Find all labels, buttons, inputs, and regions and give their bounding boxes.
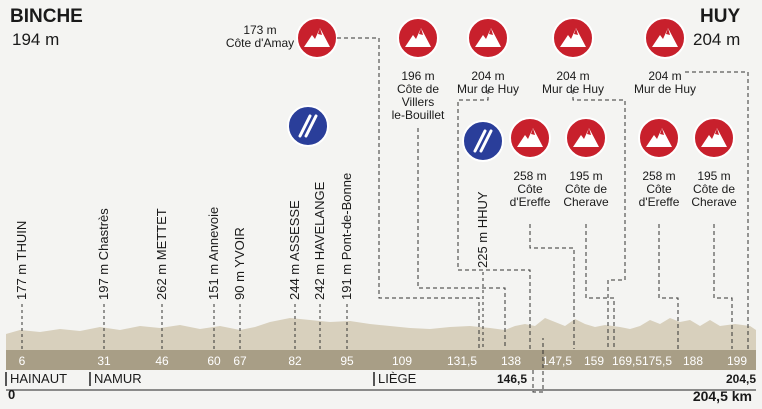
km-label: 131,5: [447, 354, 477, 368]
climb-icon: [397, 17, 439, 59]
waypoint-label: 262 m METTET: [154, 208, 169, 300]
waypoint-label: 191 m Pont-de-Bonne: [339, 173, 354, 300]
start-name: BINCHE: [10, 6, 83, 27]
climb-altitude: 204 m: [471, 69, 504, 83]
climb-icon: [467, 17, 509, 59]
finish-name: HUY: [700, 6, 741, 27]
finish-altitude: 204 m: [693, 30, 741, 49]
climb-leader-line: [337, 37, 480, 349]
climb-altitude: 258 m: [513, 169, 546, 183]
climb-icon: [638, 117, 680, 159]
climb-icon: [565, 117, 607, 159]
province-label: HAINAUT: [10, 371, 67, 386]
climb-leader-line: [585, 224, 615, 349]
km-label: 188: [683, 354, 703, 368]
climb-name: le-Bouillet: [392, 108, 445, 122]
climb-altitude: 258 m: [642, 169, 675, 183]
km-label: 109: [392, 354, 412, 368]
terrain-profile: [6, 318, 756, 350]
climb-name: Côte de: [397, 82, 439, 96]
climb-icon: [552, 17, 594, 59]
feed-zone-icon: [462, 120, 504, 162]
waypoint-label: 225 m HHUY: [475, 191, 490, 268]
waypoint-label: 151 m Annevoie: [206, 207, 221, 300]
waypoint-label: 177 m THUIN: [14, 221, 29, 300]
climb-icon: [644, 17, 686, 59]
climb-name: Mur de Huy: [542, 82, 604, 96]
waypoint-label: 197 m Chastrès: [96, 208, 111, 300]
climb-icon: [693, 117, 735, 159]
climb-name: Côte d'Amay: [226, 36, 294, 50]
climb-altitude: 173 m: [243, 23, 276, 37]
climb-leader-line: [713, 224, 733, 349]
waypoint-label: 90 m YVOIR: [232, 227, 247, 300]
km-label: 175,5: [642, 354, 672, 368]
km-label: 159: [584, 354, 604, 368]
province-label: LIÈGE: [378, 371, 417, 386]
climb-name: Mur de Huy: [457, 82, 519, 96]
climb-name: Côte: [646, 182, 672, 196]
climb-name: Cherave: [691, 195, 737, 209]
km-below-label: 204,5: [726, 372, 756, 386]
climb-name: Villers: [402, 95, 434, 109]
climb-name: Cherave: [563, 195, 609, 209]
climb-altitude: 195 m: [569, 169, 602, 183]
climb-name: d'Ereffe: [510, 195, 551, 209]
climb-leader-line: [658, 224, 679, 349]
climb-name: Mur de Huy: [634, 82, 696, 96]
km-label: 95: [340, 354, 354, 368]
waypoint-label: 244 m ASSESSE: [287, 200, 302, 300]
climb-name: Côte de: [565, 182, 607, 196]
climb-name: Côte: [517, 182, 543, 196]
climb-icon: [509, 117, 551, 159]
km-label: 199: [727, 354, 747, 368]
feed-zone-icon: [287, 105, 329, 147]
km-label: 60: [207, 354, 221, 368]
km-label: 46: [155, 354, 169, 368]
distance-bar: [6, 350, 756, 370]
total-distance: 204,5 km: [693, 388, 752, 404]
km-label: 6: [19, 354, 26, 368]
climb-altitude: 204 m: [556, 69, 589, 83]
climb-leader-line: [685, 71, 749, 349]
climb-leader-line: [529, 224, 575, 349]
km-label: 82: [288, 354, 302, 368]
km-label: 67: [233, 354, 247, 368]
climb-leader-line: [572, 90, 626, 349]
climb-leader-line: [532, 338, 544, 393]
km-below-label: 146,5: [497, 372, 527, 386]
climb-altitude: 204 m: [648, 69, 681, 83]
climb-name: d'Ereffe: [639, 195, 680, 209]
km-label: 147,5: [542, 354, 572, 368]
climb-icon: [296, 17, 338, 59]
start-altitude: 194 m: [12, 30, 60, 49]
climb-leader-line: [417, 128, 506, 349]
km-label: 169,5: [612, 354, 642, 368]
climb-name: Côte de: [693, 182, 735, 196]
climb-leader-line: [457, 90, 531, 349]
province-label: NAMUR: [94, 371, 142, 386]
climb-altitude: 196 m: [401, 69, 434, 83]
waypoint-label: 242 m HAVELANGE: [312, 181, 327, 300]
km-label: 138: [501, 354, 521, 368]
km-label: 31: [97, 354, 111, 368]
start-km-label: 0: [8, 387, 15, 402]
climb-altitude: 195 m: [697, 169, 730, 183]
